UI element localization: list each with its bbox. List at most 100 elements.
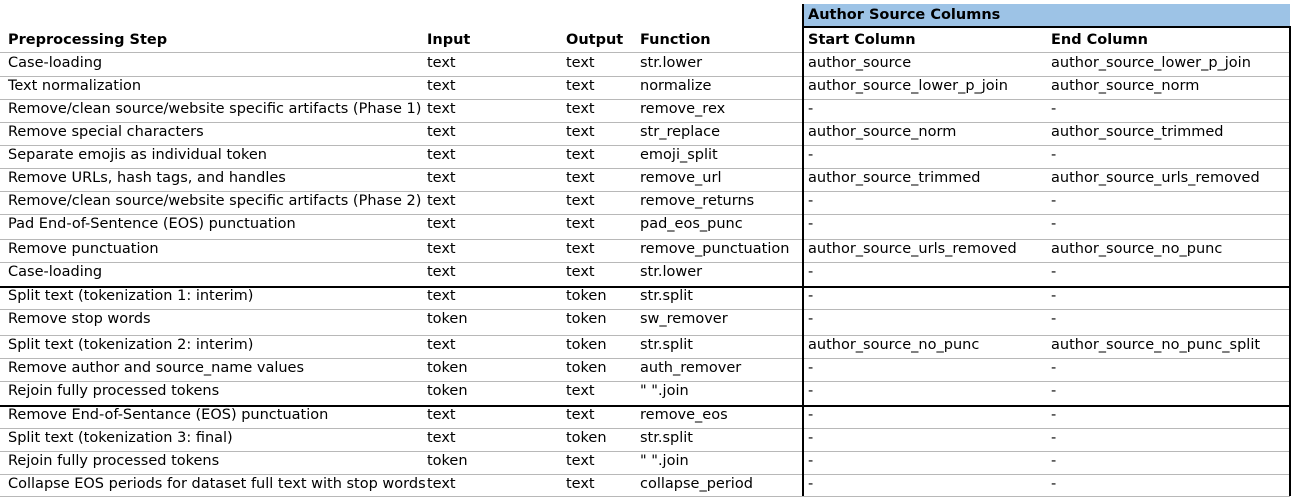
cell-input: text bbox=[427, 407, 456, 423]
cell-start-column: - bbox=[808, 193, 814, 209]
row-divider bbox=[0, 168, 1290, 169]
row-divider bbox=[0, 405, 1290, 407]
table-right-border bbox=[1289, 26, 1291, 496]
cell-start-column: - bbox=[808, 453, 814, 469]
cell-function: str_replace bbox=[640, 124, 721, 140]
cell-step: Text normalization bbox=[8, 78, 142, 94]
cell-input: text bbox=[427, 78, 456, 94]
row-divider bbox=[0, 309, 1290, 310]
author-columns-left-border bbox=[802, 4, 804, 496]
cell-start-column: - bbox=[808, 383, 814, 399]
cell-input: token bbox=[427, 360, 468, 376]
row-divider bbox=[0, 262, 1290, 263]
cell-end-column: author_source_lower_p_join bbox=[1051, 55, 1251, 71]
cell-end-column: - bbox=[1051, 311, 1057, 327]
cell-output: token bbox=[566, 337, 607, 353]
column-header-input: Input bbox=[427, 32, 471, 48]
column-header-output: Output bbox=[566, 32, 624, 48]
row-divider bbox=[0, 381, 1290, 382]
cell-step: Collapse EOS periods for dataset full te… bbox=[8, 476, 426, 492]
cell-input: text bbox=[427, 170, 456, 186]
cell-function: collapse_period bbox=[640, 476, 753, 492]
cell-start-column: author_source_no_punc bbox=[808, 337, 980, 353]
cell-output: text bbox=[566, 193, 595, 209]
cell-end-column: author_source_trimmed bbox=[1051, 124, 1224, 140]
cell-end-column: - bbox=[1051, 288, 1057, 304]
cell-input: text bbox=[427, 476, 456, 492]
cell-input: token bbox=[427, 383, 468, 399]
cell-step: Remove special characters bbox=[8, 124, 204, 140]
cell-start-column: - bbox=[808, 147, 814, 163]
cell-function: normalize bbox=[640, 78, 712, 94]
cell-function: str.split bbox=[640, 288, 693, 304]
cell-function: remove_url bbox=[640, 170, 722, 186]
column-header-start-column: Start Column bbox=[808, 32, 916, 48]
cell-start-column: author_source_lower_p_join bbox=[808, 78, 1008, 94]
cell-step: Remove punctuation bbox=[8, 241, 159, 257]
cell-function: " ".join bbox=[640, 383, 689, 399]
cell-start-column: - bbox=[808, 360, 814, 376]
cell-output: text bbox=[566, 407, 595, 423]
cell-step: Split text (tokenization 1: interim) bbox=[8, 288, 254, 304]
cell-end-column: - bbox=[1051, 147, 1057, 163]
cell-output: text bbox=[566, 170, 595, 186]
cell-step: Remove URLs, hash tags, and handles bbox=[8, 170, 286, 186]
cell-function: " ".join bbox=[640, 453, 689, 469]
cell-step: Pad End-of-Sentence (EOS) punctuation bbox=[8, 216, 296, 232]
cell-function: remove_punctuation bbox=[640, 241, 790, 257]
cell-output: text bbox=[566, 101, 595, 117]
cell-function: pad_eos_punc bbox=[640, 216, 743, 232]
row-divider bbox=[0, 428, 1290, 429]
cell-step: Remove author and source_name values bbox=[8, 360, 305, 376]
cell-function: emoji_split bbox=[640, 147, 718, 163]
cell-step: Split text (tokenization 3: final) bbox=[8, 430, 233, 446]
cell-step: Remove End-of-Sentance (EOS) punctuation bbox=[8, 407, 329, 423]
cell-output: token bbox=[566, 311, 607, 327]
cell-output: text bbox=[566, 453, 595, 469]
cell-end-column: - bbox=[1051, 216, 1057, 232]
row-divider bbox=[0, 122, 1290, 123]
cell-step: Remove/clean source/website specific art… bbox=[8, 101, 422, 117]
row-divider bbox=[0, 99, 1290, 100]
cell-function: sw_remover bbox=[640, 311, 728, 327]
cell-start-column: - bbox=[808, 216, 814, 232]
cell-function: str.lower bbox=[640, 264, 703, 280]
cell-input: token bbox=[427, 311, 468, 327]
cell-output: text bbox=[566, 147, 595, 163]
cell-end-column: author_source_norm bbox=[1051, 78, 1200, 94]
cell-output: text bbox=[566, 241, 595, 257]
cell-step: Remove/clean source/website specific art… bbox=[8, 193, 422, 209]
cell-input: text bbox=[427, 55, 456, 71]
cell-step: Case-loading bbox=[8, 55, 103, 71]
cell-input: text bbox=[427, 264, 456, 280]
cell-output: token bbox=[566, 360, 607, 376]
cell-end-column: - bbox=[1051, 360, 1057, 376]
cell-end-column: author_source_no_punc bbox=[1051, 241, 1223, 257]
cell-end-column: - bbox=[1051, 193, 1057, 209]
cell-start-column: author_source bbox=[808, 55, 912, 71]
cell-step: Case-loading bbox=[8, 264, 103, 280]
cell-step: Rejoin fully processed tokens bbox=[8, 383, 220, 399]
cell-start-column: author_source_urls_removed bbox=[808, 241, 1017, 257]
cell-start-column: - bbox=[808, 264, 814, 280]
cell-step: Rejoin fully processed tokens bbox=[8, 453, 220, 469]
row-divider bbox=[0, 474, 1290, 475]
cell-end-column: author_source_urls_removed bbox=[1051, 170, 1260, 186]
cell-end-column: author_source_no_punc_split bbox=[1051, 337, 1261, 353]
row-divider bbox=[0, 335, 1290, 336]
cell-input: text bbox=[427, 101, 456, 117]
cell-function: remove_rex bbox=[640, 101, 726, 117]
cell-output: text bbox=[566, 124, 595, 140]
cell-function: auth_remover bbox=[640, 360, 742, 376]
cell-start-column: - bbox=[808, 288, 814, 304]
cell-end-column: - bbox=[1051, 430, 1057, 446]
row-divider bbox=[0, 451, 1290, 452]
cell-function: str.lower bbox=[640, 55, 703, 71]
cell-input: text bbox=[427, 193, 456, 209]
cell-function: remove_returns bbox=[640, 193, 755, 209]
cell-end-column: - bbox=[1051, 407, 1057, 423]
cell-output: text bbox=[566, 78, 595, 94]
cell-end-column: - bbox=[1051, 264, 1057, 280]
cell-step: Remove stop words bbox=[8, 311, 151, 327]
row-divider bbox=[0, 191, 1290, 192]
